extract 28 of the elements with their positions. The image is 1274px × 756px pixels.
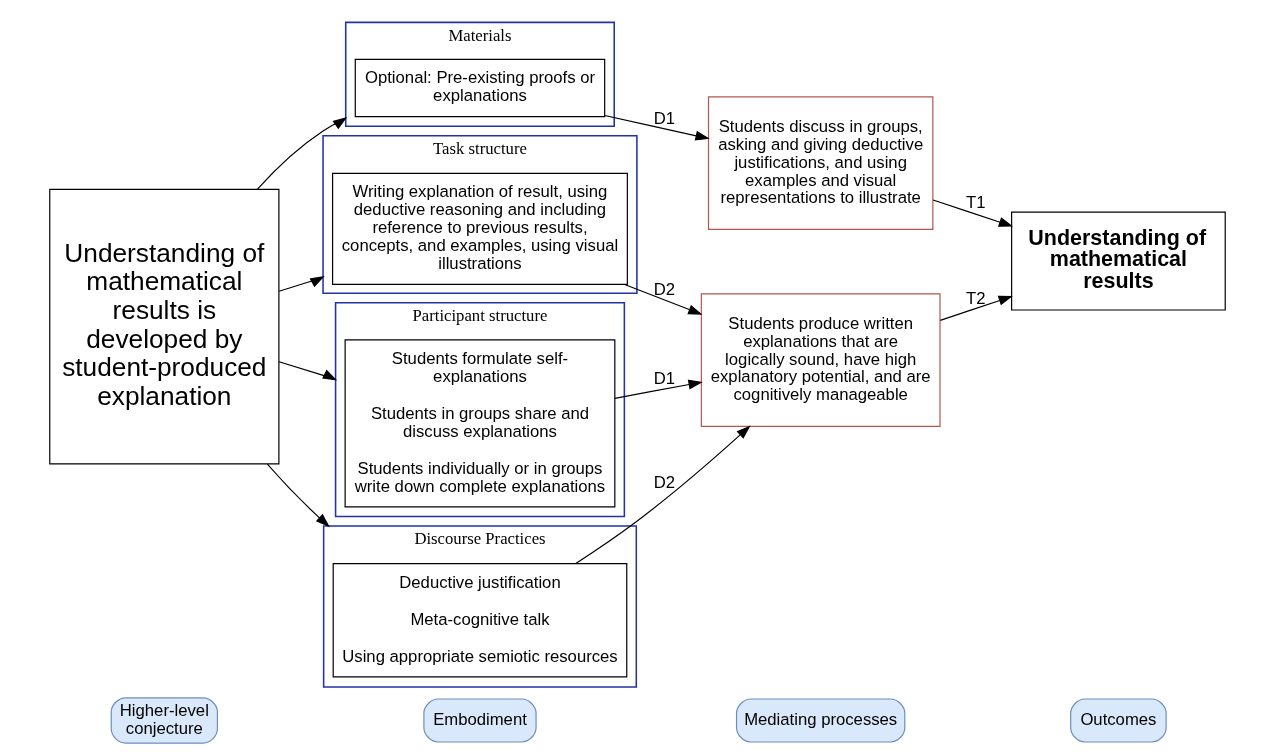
node-box: Writing explanation of result, using deductive reasoning and including reference to previous results, concepts, and examples, using visual illustrations bbox=[331, 172, 628, 285]
node-box: Students formulate self-explanations Students in groups share and discuss explanations Students individually or in groups write down complete explanations bbox=[344, 339, 615, 508]
edge-label: D2 bbox=[653, 279, 675, 299]
arrow bbox=[603, 114, 710, 141]
node-box: Understanding of mathematical results bbox=[1010, 211, 1226, 311]
arrow bbox=[266, 463, 330, 528]
node-box: Higher-level conjecture bbox=[110, 697, 218, 744]
arrow bbox=[574, 425, 751, 564]
edge-label: D1 bbox=[653, 369, 675, 389]
node-box: Embodiment bbox=[422, 698, 537, 743]
arrow bbox=[277, 361, 337, 381]
node-box: Deductive justification Meta-cognitive talk Using appropriate semiotic resources bbox=[332, 562, 627, 678]
node-box: Optional: Pre-existing proofs or explanations bbox=[354, 58, 605, 118]
arrow bbox=[256, 116, 347, 190]
edge-label: D2 bbox=[653, 473, 675, 493]
node-box: Mediating processes bbox=[735, 698, 905, 743]
arrow bbox=[932, 199, 1013, 227]
arrow bbox=[939, 295, 1013, 321]
edge-label: T1 bbox=[965, 192, 986, 212]
node-box: Students produce written explanations that are logically sound, have high explanatory potential, and are cognitively manageable bbox=[700, 293, 941, 427]
edge-label: D1 bbox=[653, 109, 675, 129]
node-box: Students discuss in groups, asking and giving deductive justifications, and using examples and visual representations to illustrate bbox=[707, 96, 933, 231]
arrow bbox=[623, 283, 702, 315]
edge-label: T2 bbox=[965, 289, 986, 309]
node-box: Understanding of mathematical results is developed by student-produced explanation bbox=[48, 188, 279, 465]
node-box: Outcomes bbox=[1069, 698, 1167, 743]
arrow bbox=[613, 379, 703, 399]
arrow bbox=[277, 276, 325, 292]
